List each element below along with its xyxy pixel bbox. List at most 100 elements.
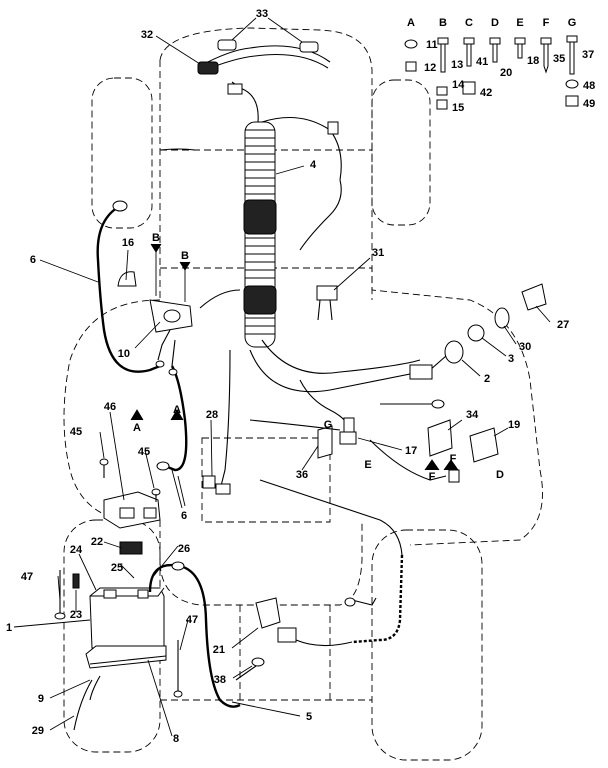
bolt-20-icon: [492, 43, 498, 63]
connector-label-g: G: [324, 419, 333, 431]
battery-1: [89, 587, 165, 649]
battery-cable-6-upper: [96, 204, 161, 373]
battery-cable-6-lower: [164, 365, 188, 472]
callout-12: 12: [424, 62, 436, 74]
callout-31: 31: [372, 247, 384, 259]
headlight-harness: [159, 39, 342, 251]
callout-47-left: 47: [21, 571, 33, 583]
connector-ignition: [409, 364, 433, 380]
callout-15: 15: [452, 102, 464, 114]
bolt-13-icon: [440, 43, 446, 73]
washer-11-icon: [404, 39, 418, 49]
connector-label-b-left: B: [152, 232, 160, 244]
connector-label-d: D: [496, 469, 504, 481]
battery-cable-5: [148, 563, 241, 708]
callout-46: 46: [104, 401, 116, 413]
callout-48: 48: [583, 80, 595, 92]
hardware-header-e: E: [516, 17, 523, 29]
callout-27: 27: [557, 319, 569, 331]
callout-45-left: 45: [70, 426, 82, 438]
ignition-switch-2: [444, 340, 464, 364]
nut-3-icon: [467, 324, 485, 342]
hardware-headers: A B C D E F G: [407, 17, 576, 29]
callout-29: 29: [32, 725, 44, 737]
callout-6-upper: 6: [30, 254, 36, 266]
relay-31: [316, 285, 338, 301]
callout-20: 20: [500, 67, 512, 79]
boot-16-icon: [117, 271, 137, 287]
cover-27-icon: [521, 283, 547, 311]
connector-letter-labels: B B A A G E F F D: [133, 232, 504, 483]
vent-tube-29: [73, 679, 93, 731]
starter-solenoid-group: [96, 200, 241, 472]
wiring-harness-conduit: [231, 81, 342, 348]
tractor-outline: [63, 27, 543, 761]
connector-label-a-right: A: [173, 404, 181, 416]
nut-14-icon: [436, 86, 448, 96]
callout-25: 25: [111, 562, 123, 574]
battery-cover-22: [119, 541, 143, 555]
nut-42-icon: [462, 81, 476, 95]
switch-19: [469, 427, 499, 463]
connector-label-a-left: A: [133, 422, 141, 434]
hardware-key: A B C D E F G: [404, 17, 579, 110]
callout-45-right: 45: [138, 446, 150, 458]
screw-35-icon: [543, 43, 549, 74]
relay-21: [255, 597, 281, 629]
hardware-header-f: F: [543, 17, 550, 29]
callout-33: 33: [256, 8, 268, 20]
bracket-34: [427, 419, 453, 457]
callout-16: 16: [122, 237, 134, 249]
connector-arrows: [130, 243, 459, 471]
bolt-37-icon: [569, 41, 575, 75]
callout-10: 10: [118, 348, 130, 360]
callout-41: 41: [476, 56, 488, 68]
hardware-header-b: B: [439, 17, 447, 29]
callout-11: 11: [426, 39, 438, 51]
callout-9: 9: [38, 693, 44, 705]
callout-13: 13: [451, 59, 463, 71]
callout-47-right: 47: [186, 614, 198, 626]
bolt-head-18-icon: [514, 37, 526, 45]
washer-48-icon: [565, 79, 579, 89]
nut-15-icon: [436, 99, 448, 110]
bolt-41-icon: [466, 43, 472, 67]
callout-28: 28: [206, 409, 218, 421]
hardware-header-c: C: [465, 17, 473, 29]
connector-label-f-right: F: [450, 453, 457, 465]
callout-6-lower: 6: [181, 510, 187, 522]
callout-17: 17: [405, 445, 417, 457]
connector-label-e: E: [364, 459, 371, 471]
bolt-head-41-icon: [463, 37, 475, 45]
callout-3: 3: [508, 353, 514, 365]
callout-34: 34: [466, 409, 479, 421]
callout-30: 30: [519, 341, 531, 353]
callout-21: 21: [213, 644, 225, 656]
callout-26: 26: [178, 543, 190, 555]
lower-harness: [202, 349, 404, 681]
connector-label-b-right: B: [181, 250, 189, 262]
callout-35: 35: [553, 53, 565, 65]
callout-22: 22: [91, 536, 103, 548]
callout-23: 23: [70, 609, 82, 621]
callout-37: 37: [582, 49, 594, 61]
callout-36: 36: [296, 469, 308, 481]
hardware-header-g: G: [568, 17, 577, 29]
harness-tail-coiled: [351, 554, 404, 644]
ring-30-icon: [494, 307, 510, 329]
callout-8: 8: [173, 733, 179, 745]
hardware-header-d: D: [491, 17, 499, 29]
bolt-head-20-icon: [489, 37, 501, 45]
bolt-head-37-icon: [566, 35, 578, 43]
leader-lines: [13, 17, 551, 737]
callout-42: 42: [480, 87, 492, 99]
bolt-23-icon: [72, 573, 80, 589]
bolt-head-35-icon: [540, 37, 552, 45]
callout-14: 14: [452, 79, 465, 91]
callout-18: 18: [527, 55, 539, 67]
bolt-head-13-icon: [437, 37, 449, 45]
callout-49: 49: [583, 98, 595, 110]
callout-4: 4: [310, 159, 317, 171]
bracket-36: [317, 425, 333, 459]
